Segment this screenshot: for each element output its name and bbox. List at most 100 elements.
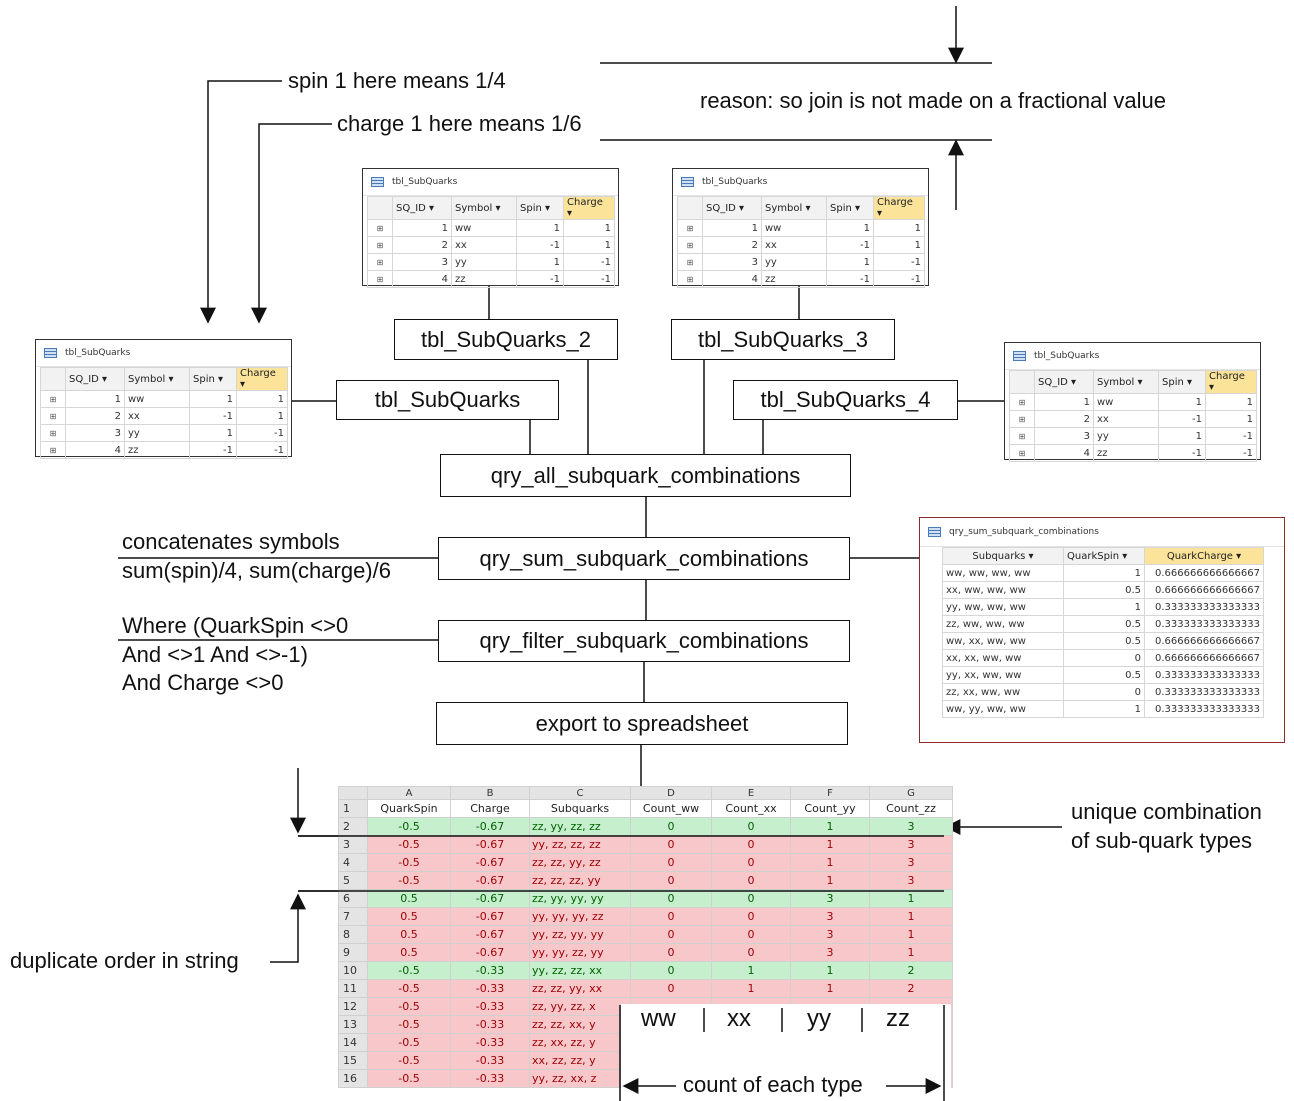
spreadsheet-cell[interactable]: 0 (711, 835, 791, 854)
spreadsheet-cell[interactable]: 1 (790, 817, 870, 836)
spreadsheet-cell[interactable]: -0.33 (450, 1051, 530, 1070)
expand-icon[interactable]: ⊞ (367, 270, 393, 288)
spreadsheet-cell[interactable]: -0.33 (450, 1069, 530, 1088)
spreadsheet-cell[interactable]: -0.67 (450, 817, 530, 836)
spreadsheet-cell[interactable]: 0 (630, 907, 712, 926)
spreadsheet-cell[interactable]: 1 (790, 853, 870, 872)
spreadsheet-cell[interactable]: -0.33 (450, 997, 530, 1016)
spreadsheet-cell[interactable]: 0 (711, 817, 791, 836)
spreadsheet-cell[interactable]: -0.5 (367, 1033, 451, 1052)
row-number[interactable]: 3 (338, 835, 368, 854)
spreadsheet-cell[interactable]: -0.67 (450, 889, 530, 908)
spreadsheet-cell[interactable]: zz, yy, zz, zz (529, 817, 631, 836)
spreadsheet-cell[interactable]: 2 (869, 979, 953, 998)
spreadsheet-cell[interactable]: yy, yy, zz, yy (529, 943, 631, 962)
expand-icon[interactable]: ⊞ (367, 253, 393, 271)
spreadsheet-cell[interactable]: 0 (630, 943, 712, 962)
spreadsheet-cell[interactable]: 0 (630, 853, 712, 872)
row-number[interactable]: 14 (338, 1033, 368, 1052)
expand-icon[interactable]: ⊞ (1009, 393, 1035, 411)
spreadsheet-cell[interactable]: zz, yy, zz, x (529, 997, 631, 1016)
row-number[interactable]: 11 (338, 979, 368, 998)
spreadsheet-cell[interactable]: 0 (630, 979, 712, 998)
spreadsheet-cell[interactable]: 1 (869, 925, 953, 944)
header-cell[interactable]: Count_yy (790, 799, 870, 818)
spreadsheet-cell[interactable]: xx, zz, zz, y (529, 1051, 631, 1070)
spreadsheet-cell[interactable]: -0.67 (450, 835, 530, 854)
header-cell[interactable]: QuarkSpin (367, 799, 451, 818)
expand-icon[interactable]: ⊞ (40, 441, 66, 459)
row-number[interactable]: 1 (338, 799, 368, 818)
spreadsheet-cell[interactable]: 3 (869, 871, 953, 890)
spreadsheet-cell[interactable]: -0.5 (367, 997, 451, 1016)
spreadsheet-cell[interactable]: 1 (869, 907, 953, 926)
row-number[interactable]: 2 (338, 817, 368, 836)
spreadsheet-cell[interactable]: -0.5 (367, 1051, 451, 1070)
spreadsheet-cell[interactable]: yy, zz, zz, zz (529, 835, 631, 854)
spreadsheet-cell[interactable]: -0.33 (450, 961, 530, 980)
row-number[interactable]: 16 (338, 1069, 368, 1088)
spreadsheet-cell[interactable]: 0.5 (367, 925, 451, 944)
header-cell[interactable]: Charge (450, 799, 530, 818)
spreadsheet-cell[interactable]: 3 (790, 925, 870, 944)
expand-icon[interactable]: ⊞ (367, 219, 393, 237)
spreadsheet-cell[interactable]: 1 (790, 835, 870, 854)
header-cell[interactable]: Count_zz (869, 799, 953, 818)
spreadsheet-cell[interactable]: -0.33 (450, 1033, 530, 1052)
header-cell[interactable]: Subquarks (529, 799, 631, 818)
spreadsheet-cell[interactable]: 0 (711, 871, 791, 890)
row-number[interactable]: 9 (338, 943, 368, 962)
expand-icon[interactable]: ⊞ (1009, 444, 1035, 462)
spreadsheet-cell[interactable]: 0 (630, 925, 712, 944)
expand-icon[interactable]: ⊞ (677, 253, 703, 271)
spreadsheet-cell[interactable]: 3 (869, 853, 953, 872)
spreadsheet-cell[interactable]: -0.67 (450, 943, 530, 962)
spreadsheet-cell[interactable]: -0.67 (450, 871, 530, 890)
column-letter[interactable]: A (367, 786, 451, 800)
header-cell[interactable]: Count_xx (711, 799, 791, 818)
row-number[interactable]: 4 (338, 853, 368, 872)
row-number[interactable]: 15 (338, 1051, 368, 1070)
spreadsheet-cell[interactable]: 3 (869, 835, 953, 854)
spreadsheet-cell[interactable]: -0.5 (367, 835, 451, 854)
spreadsheet-cell[interactable]: 0 (630, 871, 712, 890)
spreadsheet-cell[interactable]: -0.5 (367, 979, 451, 998)
spreadsheet-cell[interactable]: -0.67 (450, 907, 530, 926)
spreadsheet-cell[interactable]: -0.67 (450, 925, 530, 944)
spreadsheet-cell[interactable]: 0 (711, 853, 791, 872)
spreadsheet-cell[interactable]: 3 (869, 817, 953, 836)
spreadsheet-cell[interactable]: -0.5 (367, 853, 451, 872)
expand-icon[interactable]: ⊞ (1009, 410, 1035, 428)
spreadsheet-cell[interactable]: -0.67 (450, 853, 530, 872)
spreadsheet-cell[interactable]: zz, zz, yy, xx (529, 979, 631, 998)
spreadsheet-cell[interactable]: 1 (711, 979, 791, 998)
spreadsheet-cell[interactable]: zz, xx, zz, y (529, 1033, 631, 1052)
column-letter[interactable]: C (529, 786, 631, 800)
spreadsheet-cell[interactable]: -0.5 (367, 1069, 451, 1088)
spreadsheet-cell[interactable]: yy, zz, xx, z (529, 1069, 631, 1088)
spreadsheet-cell[interactable]: -0.5 (367, 961, 451, 980)
spreadsheet-cell[interactable]: 0 (711, 889, 791, 908)
spreadsheet-cell[interactable]: 1 (790, 871, 870, 890)
expand-icon[interactable]: ⊞ (40, 390, 66, 408)
expand-icon[interactable]: ⊞ (677, 270, 703, 288)
spreadsheet-cell[interactable]: 0 (630, 835, 712, 854)
expand-icon[interactable]: ⊞ (40, 407, 66, 425)
spreadsheet-cell[interactable]: -0.33 (450, 979, 530, 998)
spreadsheet-cell[interactable]: 1 (869, 943, 953, 962)
column-letter[interactable]: F (790, 786, 870, 800)
spreadsheet-cell[interactable]: 0 (630, 889, 712, 908)
spreadsheet-cell[interactable]: -0.5 (367, 817, 451, 836)
spreadsheet-cell[interactable]: 1 (790, 979, 870, 998)
row-number[interactable]: 6 (338, 889, 368, 908)
spreadsheet-cell[interactable]: -0.5 (367, 871, 451, 890)
expand-icon[interactable]: ⊞ (40, 424, 66, 442)
spreadsheet-cell[interactable]: 1 (790, 961, 870, 980)
spreadsheet-cell[interactable]: 0 (630, 817, 712, 836)
header-cell[interactable]: Count_ww (630, 799, 712, 818)
row-number[interactable]: 12 (338, 997, 368, 1016)
column-letter[interactable]: B (450, 786, 530, 800)
spreadsheet-cell[interactable]: 3 (790, 943, 870, 962)
row-number[interactable]: 10 (338, 961, 368, 980)
spreadsheet-cell[interactable]: 3 (790, 889, 870, 908)
